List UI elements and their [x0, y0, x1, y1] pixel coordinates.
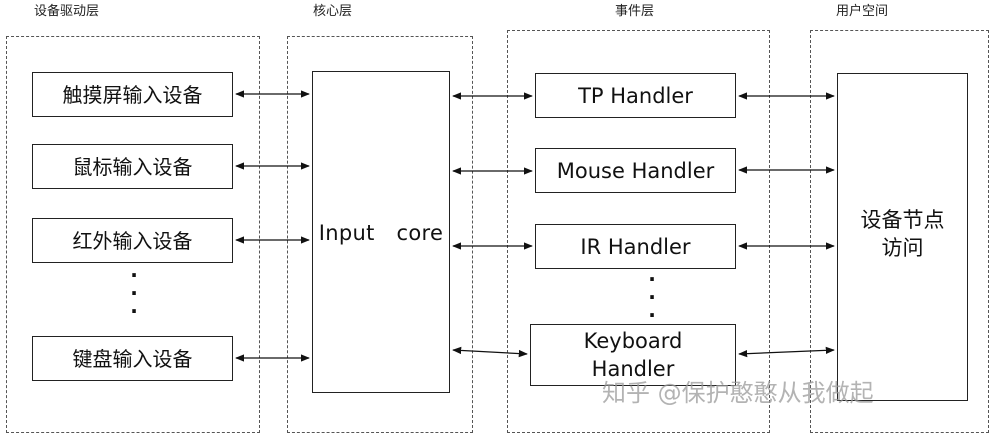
layer-title-driver: 设备驱动层 — [34, 4, 100, 19]
device-node-access-line-1: 设备节点 — [860, 208, 945, 232]
handler-node-mouse: Mouse Handler — [535, 148, 736, 193]
device-node-mouse: 鼠标输入设备 — [32, 144, 233, 189]
device-node-access-line-2: 访问 — [881, 236, 924, 260]
layer-driver — [6, 36, 260, 433]
arrow-core-keyboard-handler — [452, 346, 528, 358]
keyboard-handler-line-1: Keyboard — [583, 329, 683, 353]
device-node-touchscreen: 触摸屏输入设备 — [32, 72, 233, 117]
layer-event — [507, 30, 770, 433]
handler-node-keyboard: Keyboard Handler — [530, 324, 736, 386]
device-node-infrared: 红外输入设备 — [32, 218, 233, 263]
handler-node-tp: TP Handler — [535, 73, 736, 118]
layer-title-user: 用户空间 — [836, 4, 889, 19]
layer-core — [287, 36, 473, 433]
device-node-keyboard: 键盘输入设备 — [32, 336, 233, 381]
device-node-access: 设备节点 访问 — [837, 73, 968, 401]
event-ellipsis: · · · — [648, 267, 656, 327]
layer-user — [810, 30, 989, 433]
layer-title-event: 事件层 — [615, 4, 655, 19]
watermark: 知乎 @保护憨憨从我做起 — [602, 379, 874, 407]
layer-title-core: 核心层 — [313, 4, 353, 19]
driver-ellipsis: · · · — [130, 263, 138, 323]
handler-node-ir: IR Handler — [535, 224, 736, 269]
keyboard-handler-line-2: Handler — [591, 357, 675, 381]
input-core-node: Input core — [312, 71, 450, 393]
arrow-keyboard-handler-user — [738, 346, 835, 358]
input-core-label: Input core — [318, 221, 444, 245]
